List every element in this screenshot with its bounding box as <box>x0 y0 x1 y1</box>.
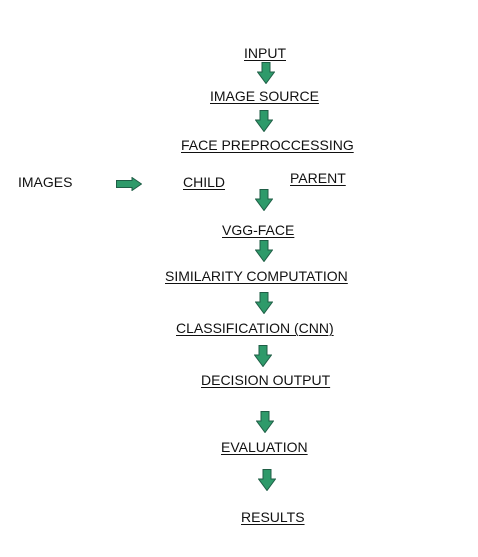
node-classification-cnn: CLASSIFICATION (CNN) <box>176 320 334 336</box>
node-evaluation: EVALUATION <box>221 439 308 455</box>
node-input: INPUT <box>244 45 286 61</box>
node-images: IMAGES <box>18 174 73 190</box>
arrow-down-icon <box>257 62 275 84</box>
arrow-down-icon <box>255 189 273 211</box>
node-child: CHILD <box>183 174 226 190</box>
node-decision-output: DECISION OUTPUT <box>201 372 331 388</box>
node-similarity-computation: SIMILARITY COMPUTATION <box>165 268 348 284</box>
arrow-down-icon <box>254 345 272 367</box>
arrow-right-icon <box>116 177 142 191</box>
node-face-preprocessing: FACE PREPROCCESSING <box>181 137 354 153</box>
node-vgg-face: VGG-FACE <box>222 222 295 238</box>
arrow-down-icon <box>255 240 273 262</box>
arrow-down-icon <box>256 411 274 433</box>
node-results: RESULTS <box>241 509 305 525</box>
node-parent: PARENT <box>290 170 346 186</box>
arrow-down-icon <box>255 110 273 132</box>
arrow-down-icon <box>258 469 276 491</box>
arrow-down-icon <box>255 292 273 314</box>
node-image-source: IMAGE SOURCE <box>210 88 319 104</box>
